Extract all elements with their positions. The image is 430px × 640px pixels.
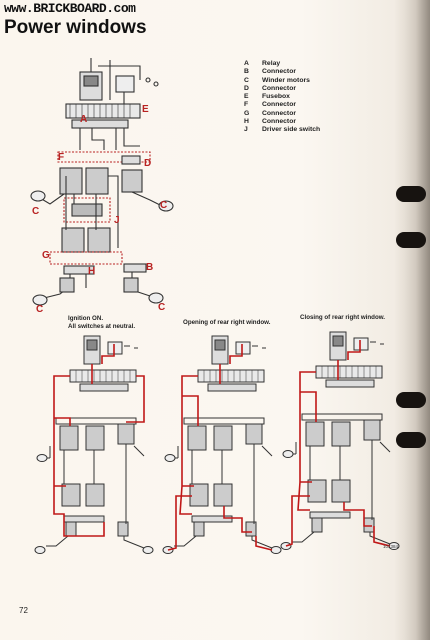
window-switch [59,277,75,293]
winder-motor [148,292,164,304]
legend-key: D [244,84,249,92]
label-e: E [142,104,149,115]
figure-reference: 101384 [383,544,399,549]
legend: A Relay B Connector C Winder motors D Connec… [244,60,320,135]
legend-text: Fusebox [262,93,290,101]
legend-text: Connector [262,101,296,109]
caption-ignition: Ignition ON. All switches at neutral. [68,315,135,330]
legend-key: C [244,76,249,84]
label-b: B [146,262,154,273]
legend-key: B [244,68,249,76]
label-f: F [58,152,65,163]
legend-item: D Connector [244,85,320,93]
winder-motor [32,294,48,306]
legend-key: A [244,60,249,67]
label-h: H [88,266,96,277]
connector-h [63,265,95,275]
circuit-ignition-on [34,335,154,554]
label-c: C [32,206,40,217]
label-d: D [144,158,152,169]
legend-key: H [244,118,249,126]
legend-key: G [244,109,250,117]
legend-item: J Driver side switch [244,126,320,134]
legend-text: Connector [262,118,296,126]
winder-motor [158,200,174,212]
circuit-closing-rear-right [280,331,400,550]
relay-coil [83,75,99,87]
label-a: A [80,114,88,125]
legend-item: C Winder motors [244,77,320,85]
legend-text: Relay [262,60,281,67]
legend-key: E [244,93,249,101]
legend-item: B Connector [244,68,320,76]
label-c: C [160,200,168,211]
binder-hole [396,186,426,202]
connector-f [57,151,151,163]
harness-wire [90,58,141,105]
legend-text: Driver side switch [262,126,321,134]
legend-text: Winder motors [262,76,310,84]
label-c: C [36,304,44,315]
winder-motor [30,190,46,202]
page-number: 72 [19,606,28,615]
binder-hole [396,392,426,408]
ground-point [153,81,159,87]
legend-item: A Relay [244,60,320,68]
binder-hole [396,232,426,248]
legend-key: J [244,126,248,134]
fuse-slot [69,104,131,118]
label-j: J [114,215,120,226]
legend-item: G Connector [244,110,320,118]
window-switch [123,277,139,293]
connector-plug [115,75,135,93]
legend-text: Connector [262,109,296,117]
connector-d [121,155,141,165]
driver-side-switch [71,203,103,217]
circuit-opening-rear-right [162,335,282,554]
label-g: G [42,250,50,261]
caption-line: Ignition ON. [68,315,104,322]
motor-lead [39,191,163,207]
page-title: Power windows [4,17,147,38]
legend-text: Connector [262,68,296,76]
window-switch [85,167,109,195]
legend-item: F Connector [244,101,320,109]
connector-a [71,119,129,129]
connector-b [123,263,147,273]
connector-g [49,251,123,265]
caption-line: All switches at neutral. [68,322,136,330]
harness-wire [65,175,119,248]
driver-switch-outline [63,197,111,223]
legend-item: E Fusebox [244,93,320,101]
binder-hole [396,432,426,448]
ground-point [145,77,151,83]
legend-text: Connector [262,84,296,92]
caption-closing: Closing of rear right window. [300,314,386,321]
site-watermark: www.BRICKBOARD.com [4,1,136,16]
harness-wire [79,128,140,150]
binder-edge-shadow [394,0,430,640]
caption-opening: Opening of rear right window. [183,319,271,326]
label-c: C [158,302,166,313]
legend-item: H Connector [244,118,320,126]
fusebox [65,103,141,119]
legend-key: F [244,101,249,109]
